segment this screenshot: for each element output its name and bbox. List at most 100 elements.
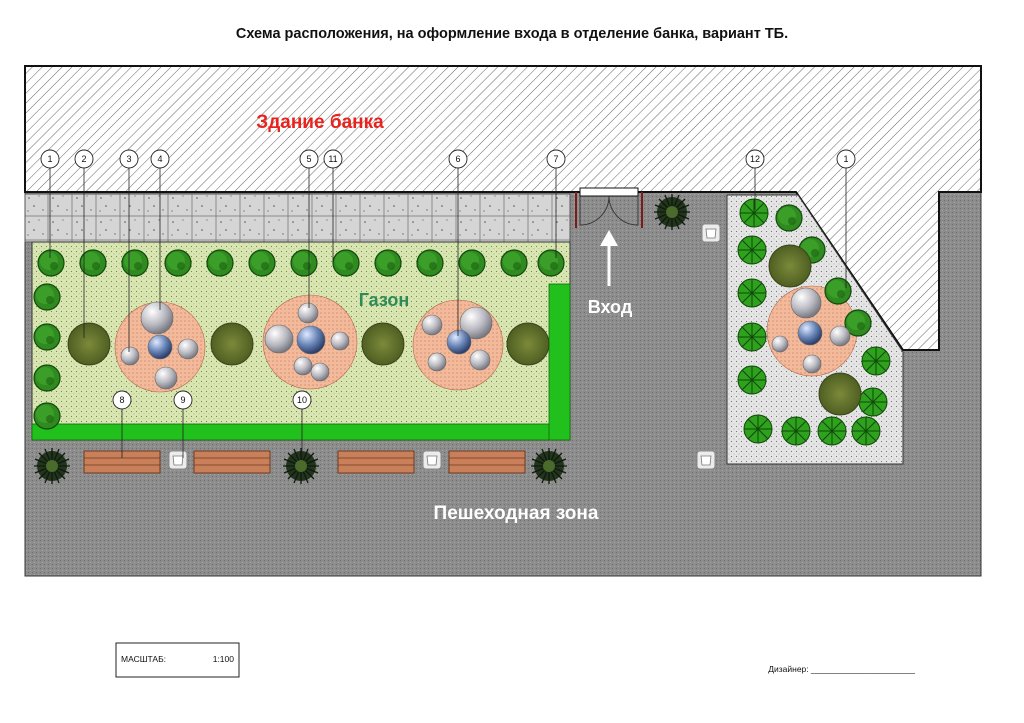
round-shrub-icon [737, 322, 767, 352]
boulder-icon [177, 338, 199, 360]
svg-text:3: 3 [126, 154, 131, 164]
boulder-icon [310, 362, 330, 382]
round-shrub-icon [768, 244, 812, 288]
round-shrub-icon [737, 235, 767, 265]
round-shrub-icon [506, 322, 550, 366]
callout-4: 4 [150, 149, 170, 169]
round-shrub-icon [818, 372, 862, 416]
boulders-bed-2 [264, 302, 350, 382]
trash-bin-icon [422, 450, 442, 470]
trash-bin-icon [696, 450, 716, 470]
boulder-icon [446, 329, 472, 355]
round-shrub-icon [361, 322, 405, 366]
round-shrub-icon [537, 249, 565, 277]
boulder-icon [459, 306, 493, 340]
boulder-icon [829, 325, 851, 347]
round-shrub-icon [121, 249, 149, 277]
scale-value: 1:100 [213, 654, 235, 664]
boulder-icon [154, 366, 178, 390]
round-shrub-icon [458, 249, 486, 277]
round-shrub-icon [206, 249, 234, 277]
callout-10: 10 [292, 390, 312, 410]
spiky-palm-icon [282, 447, 320, 485]
callout-2: 2 [74, 149, 94, 169]
spiky-palm-icon [33, 447, 71, 485]
svg-text:12: 12 [750, 154, 760, 164]
svg-text:11: 11 [328, 154, 337, 164]
round-shrub-icon [33, 402, 61, 430]
boulder-icon [802, 354, 822, 374]
round-shrub-icon [374, 249, 402, 277]
svg-text:8: 8 [119, 395, 124, 405]
round-shrub-icon [781, 416, 811, 446]
round-shrub-icon [33, 364, 61, 392]
boulders-bed-1 [120, 301, 199, 390]
bench-icon [193, 450, 271, 474]
round-shrub-icon [416, 249, 444, 277]
boulder-icon [140, 301, 174, 335]
callout-leaders [49, 167, 847, 460]
svg-text:4: 4 [157, 154, 162, 164]
boulders-bed-4 [771, 287, 851, 374]
boulder-icon [469, 349, 491, 371]
round-shrub-icon [33, 323, 61, 351]
boulder-icon [797, 320, 823, 346]
boulder-icon [120, 346, 140, 366]
round-shrub-icon [861, 346, 891, 376]
scale-stamp: МАСШТАБ: 1:100 [115, 642, 240, 678]
round-shrub-icon [824, 277, 852, 305]
boulder-icon [427, 352, 447, 372]
spiky-palm-icon [530, 447, 568, 485]
boulder-icon [421, 314, 443, 336]
callout-8: 8 [112, 390, 132, 410]
entrance-door [575, 187, 643, 228]
callout-9: 9 [173, 390, 193, 410]
spiky-palm-icon [653, 193, 691, 231]
svg-text:5: 5 [306, 154, 311, 164]
pedestrian-zone-label: Пешеходная зона [434, 503, 599, 524]
boulder-icon [297, 302, 319, 324]
round-shrub-icon [851, 416, 881, 446]
round-shrub-icon [210, 322, 254, 366]
round-shrub-icon [332, 249, 360, 277]
callout-1: 1 [40, 149, 60, 169]
svg-text:7: 7 [553, 154, 558, 164]
boulder-icon [264, 324, 294, 354]
round-shrub-icon [248, 249, 276, 277]
svg-text:1: 1 [843, 154, 848, 164]
callout-7: 7 [546, 149, 566, 169]
trash-bin-icon [701, 223, 721, 243]
designer-line: Дизайнер: ______________________ [768, 664, 915, 674]
boulder-icon [790, 287, 822, 319]
tile-strip [24, 193, 571, 243]
round-shrub-icon [737, 278, 767, 308]
boulder-icon [771, 335, 789, 353]
boulder-icon [147, 334, 173, 360]
boulder-icon [296, 325, 326, 355]
round-shrub-icon [817, 416, 847, 446]
bench-icon [337, 450, 415, 474]
round-shrub-icon [739, 198, 769, 228]
boulder-icon [293, 356, 313, 376]
callout-11: 11 [323, 149, 343, 169]
boulders-bed-3 [421, 306, 493, 372]
round-shrub-icon [500, 249, 528, 277]
callout-3: 3 [119, 149, 139, 169]
svg-text:2: 2 [81, 154, 86, 164]
bank-building [24, 65, 982, 351]
svg-text:1: 1 [47, 154, 52, 164]
callout-6: 6 [448, 149, 468, 169]
round-shrub-icon [737, 365, 767, 395]
boulder-icon [330, 331, 350, 351]
round-shrub-icon [290, 249, 318, 277]
scale-label: МАСШТАБ: [121, 654, 166, 664]
lawn-label: Газон [359, 290, 410, 310]
svg-text:6: 6 [455, 154, 460, 164]
plan-title: Схема расположения, на оформление входа … [236, 26, 788, 42]
hedge-border [31, 283, 571, 441]
svg-text:10: 10 [297, 395, 307, 405]
callout-12: 12 [745, 149, 765, 169]
entrance-arrow-icon [600, 230, 618, 286]
entrance-label: Вход [588, 297, 633, 317]
